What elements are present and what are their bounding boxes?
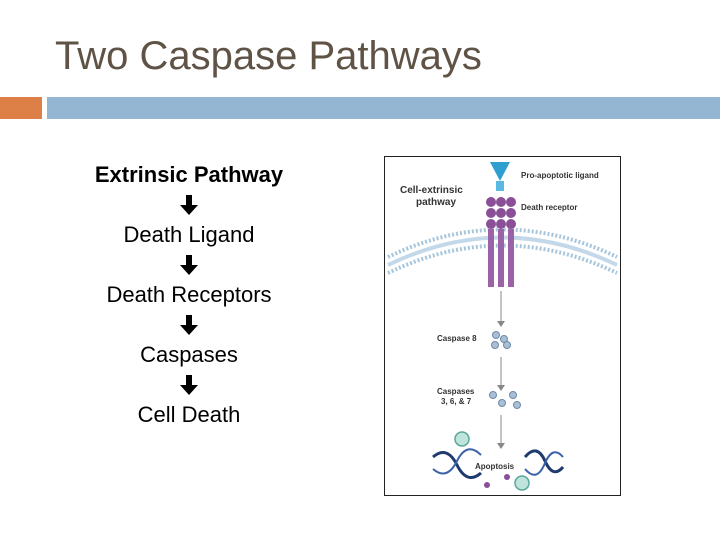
flow-step-extrinsic: Extrinsic Pathway — [94, 162, 284, 187]
accent-bar-blue — [47, 97, 720, 119]
caspases-label-line1: Caspases — [437, 387, 475, 396]
slide-title: Two Caspase Pathways — [55, 34, 482, 78]
down-arrow-icon — [75, 189, 303, 220]
ligand-label: Pro-apoptotic ligand — [521, 171, 599, 180]
death-receptor-icon — [486, 197, 516, 287]
down-arrow-icon — [75, 369, 303, 400]
down-arrow-icon — [75, 249, 303, 280]
flow-step-caspases: Caspases — [140, 342, 238, 367]
caspase-8-icon — [491, 331, 511, 349]
caspases-label-line2: 3, 6, & 7 — [441, 397, 472, 406]
pathway-flow: Extrinsic Pathway Death Ligand Death Rec… — [75, 160, 303, 429]
dna-fragment-icon — [432, 448, 565, 479]
flow-step-death-receptors: Death Receptors — [106, 282, 272, 307]
apoptosis-label: Apoptosis — [475, 462, 515, 471]
extrinsic-pathway-figure: Cell-extrinsic pathway Pro-apoptotic lig… — [384, 156, 621, 496]
apoptotic-body-icon — [454, 431, 530, 491]
pathway-label-line2: pathway — [416, 197, 456, 208]
pro-apoptotic-ligand-icon — [490, 162, 510, 191]
caspase-8-label: Caspase 8 — [437, 334, 477, 343]
caspases-3-6-7-icon — [489, 391, 521, 409]
down-arrow-icon — [75, 309, 303, 340]
pathway-label-line1: Cell-extrinsic — [400, 185, 463, 196]
receptor-label: Death receptor — [521, 203, 577, 212]
flow-step-cell-death: Cell Death — [137, 402, 241, 427]
accent-bar-orange — [0, 97, 42, 119]
flow-step-death-ligand: Death Ligand — [123, 222, 255, 247]
